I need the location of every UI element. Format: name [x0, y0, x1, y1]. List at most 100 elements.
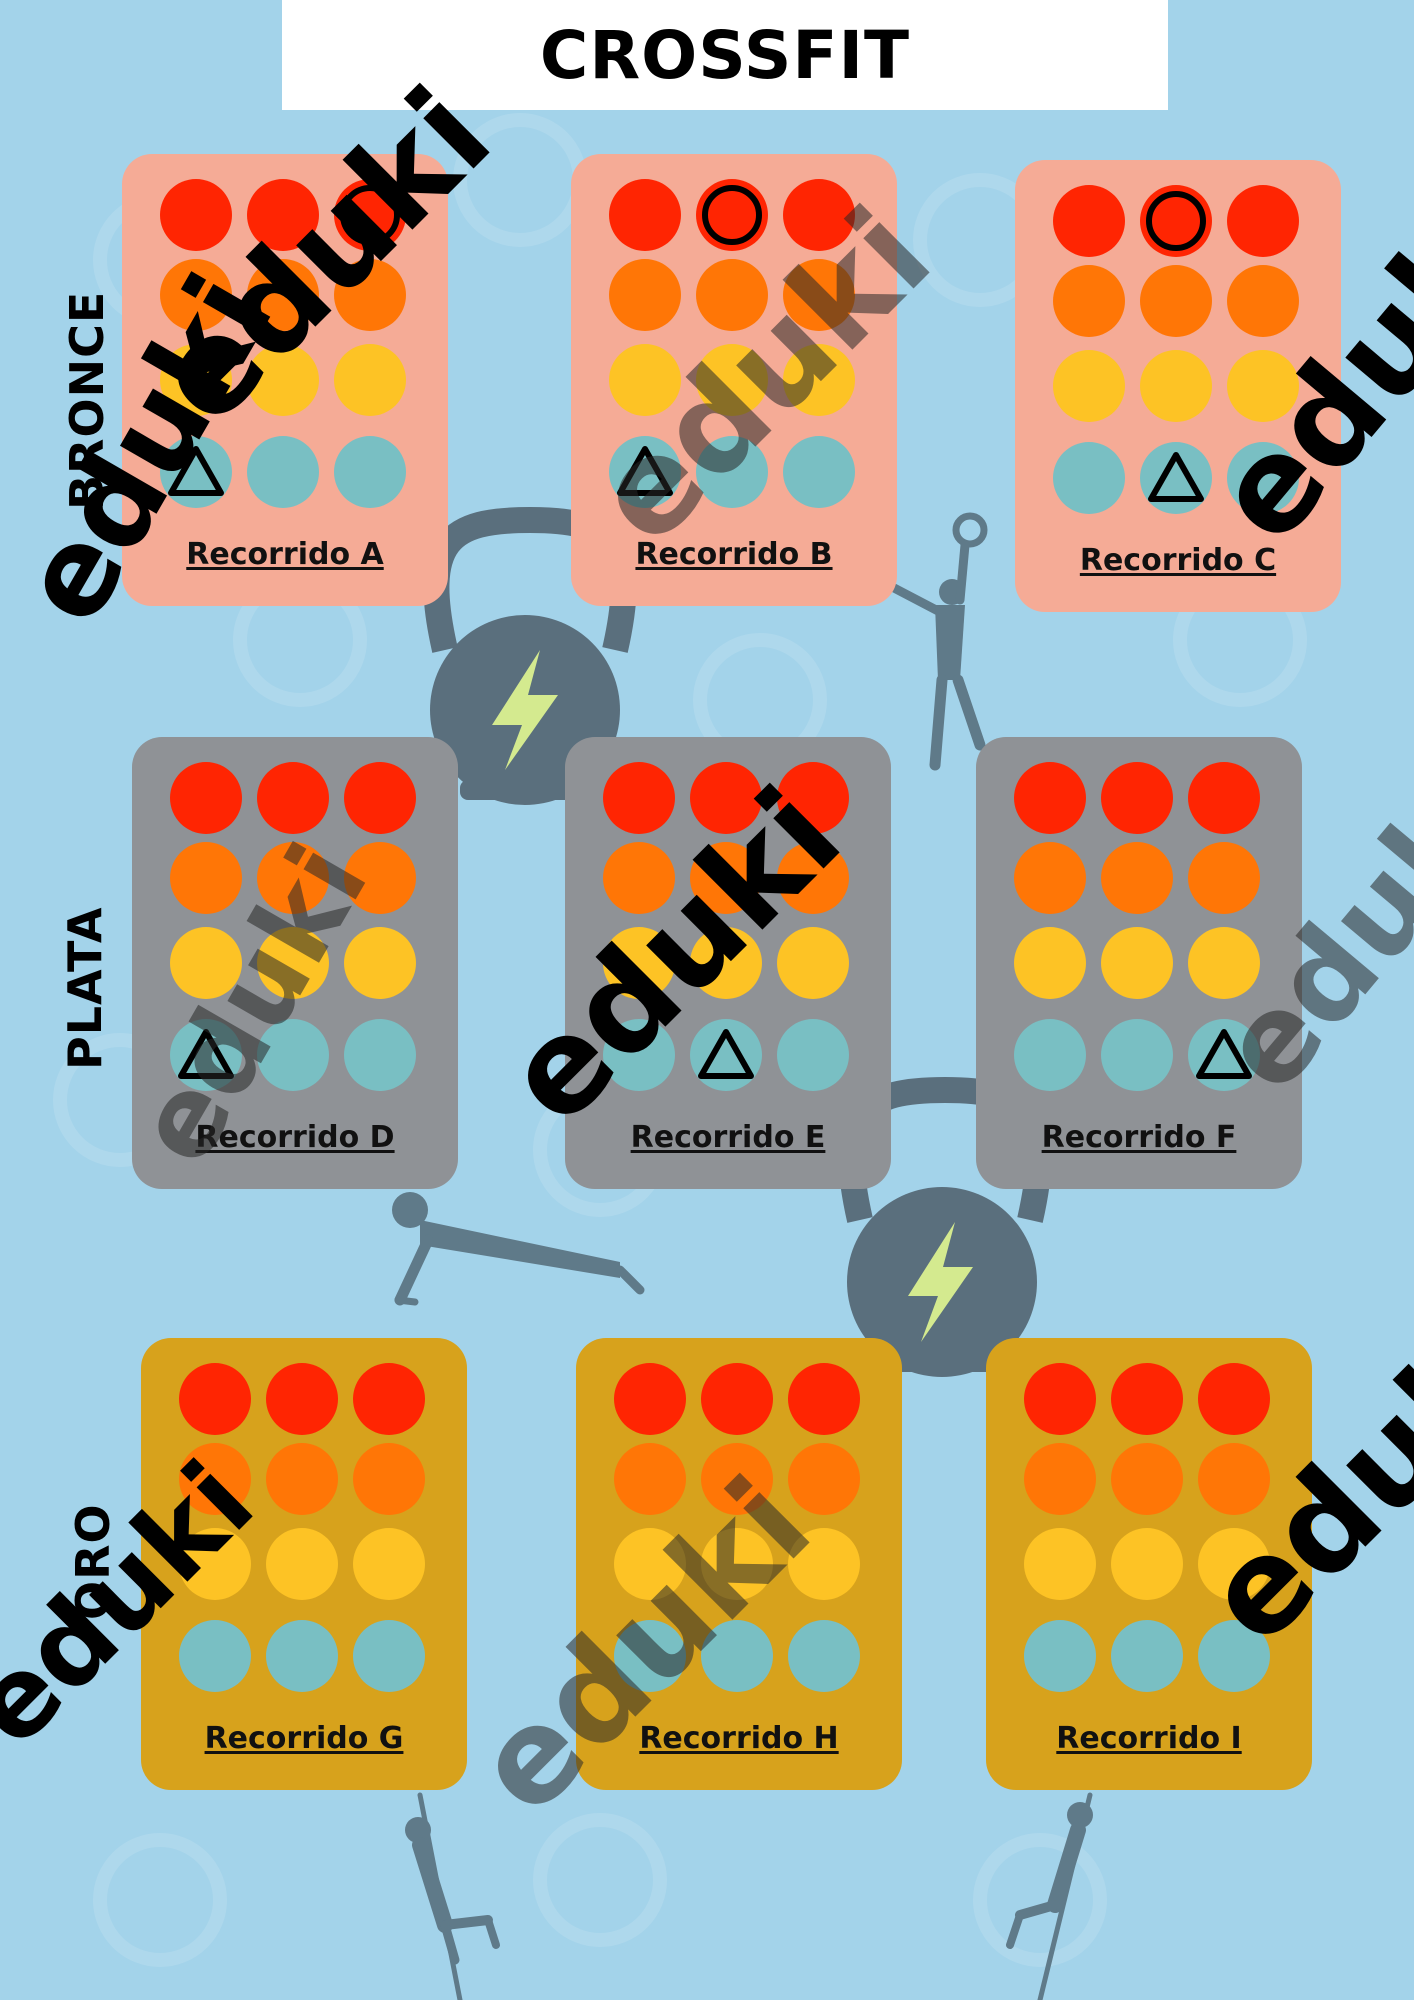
rope-climber-icon: [1006, 1792, 1093, 2000]
station-dot: [344, 842, 416, 914]
station-dot: [170, 762, 242, 834]
station-dot: [1227, 350, 1299, 422]
station-dot: [603, 842, 675, 914]
station-dot: [353, 1528, 425, 1600]
station-dot: [247, 259, 319, 331]
station-dot: [690, 762, 762, 834]
station-dot: [247, 436, 319, 508]
push-up-icon: [392, 1192, 645, 1306]
station-dot: [1198, 1363, 1270, 1435]
station-dot: [783, 436, 855, 508]
station-dot: [701, 1620, 773, 1692]
station-dot: [344, 927, 416, 999]
station-dot: [334, 179, 406, 251]
station-dot: [160, 259, 232, 331]
station-dot: [603, 927, 675, 999]
triangle-marker-icon: [1148, 452, 1204, 502]
station-dot: [344, 1019, 416, 1091]
station-dot: [1227, 265, 1299, 337]
station-dot: [1140, 185, 1212, 257]
route-label: Recorrido B: [635, 537, 833, 572]
station-dot: [609, 179, 681, 251]
station-dot: [1101, 1019, 1173, 1091]
route-card: Recorrido G: [141, 1338, 467, 1790]
station-dot: [1024, 1363, 1096, 1435]
triangle-marker-icon: [698, 1029, 754, 1079]
station-dot: [247, 344, 319, 416]
triangle-marker-icon: [617, 446, 673, 496]
station-dot: [690, 1019, 762, 1091]
lightning-bolt-icon: [908, 1222, 973, 1342]
station-dot: [1053, 185, 1125, 257]
level-label-bronze: BRONCE: [60, 290, 114, 510]
station-dot: [603, 1019, 675, 1091]
title-banner: CROSSFIT: [282, 0, 1168, 110]
station-dot: [614, 1443, 686, 1515]
station-dot: [266, 1363, 338, 1435]
station-dot: [179, 1363, 251, 1435]
athlete-kettlebell-icon: [870, 512, 988, 771]
station-dot: [1014, 927, 1086, 999]
station-dot: [777, 842, 849, 914]
station-dot: [170, 842, 242, 914]
station-dot: [170, 1019, 242, 1091]
station-dot: [701, 1363, 773, 1435]
station-dot: [170, 927, 242, 999]
station-dot: [1111, 1443, 1183, 1515]
station-dot: [1188, 762, 1260, 834]
route-card: Recorrido E: [565, 737, 891, 1189]
station-dot: [609, 259, 681, 331]
route-card: Recorrido D: [132, 737, 458, 1189]
route-card: Recorrido C: [1015, 160, 1341, 612]
station-dot: [1198, 1528, 1270, 1600]
triangle-marker-icon: [1196, 1029, 1252, 1079]
station-dot: [266, 1443, 338, 1515]
route-label: Recorrido I: [1056, 1721, 1242, 1756]
station-dot: [783, 259, 855, 331]
station-dot: [344, 762, 416, 834]
station-dot: [160, 436, 232, 508]
page-title: CROSSFIT: [539, 16, 911, 94]
station-dot: [353, 1620, 425, 1692]
station-dot: [696, 436, 768, 508]
station-dot: [353, 1443, 425, 1515]
station-dot: [1111, 1363, 1183, 1435]
station-dot: [1140, 350, 1212, 422]
station-dot: [334, 344, 406, 416]
circle-marker-icon: [1146, 191, 1206, 251]
station-dot: [1053, 442, 1125, 514]
route-card: Recorrido H: [576, 1338, 902, 1790]
station-dot: [690, 842, 762, 914]
station-dot: [1140, 265, 1212, 337]
station-dot: [788, 1363, 860, 1435]
route-card: Recorrido I: [986, 1338, 1312, 1790]
route-card: Recorrido A: [122, 154, 448, 606]
station-dot: [179, 1528, 251, 1600]
station-dot: [1227, 442, 1299, 514]
station-dot: [696, 179, 768, 251]
station-dot: [1188, 1019, 1260, 1091]
station-dot: [179, 1620, 251, 1692]
route-label: Recorrido H: [639, 1721, 839, 1756]
station-dot: [257, 927, 329, 999]
station-dot: [1188, 842, 1260, 914]
station-dot: [1188, 927, 1260, 999]
route-label: Recorrido G: [204, 1721, 404, 1756]
station-dot: [783, 179, 855, 251]
station-dot: [614, 1620, 686, 1692]
route-card: Recorrido F: [976, 737, 1302, 1189]
station-dot: [777, 762, 849, 834]
station-dot: [257, 842, 329, 914]
station-dot: [247, 179, 319, 251]
station-dot: [1111, 1620, 1183, 1692]
level-label-silver: PLATA: [58, 906, 112, 1070]
lightning-bolt-icon: [492, 650, 558, 770]
station-dot: [1101, 842, 1173, 914]
station-dot: [696, 344, 768, 416]
route-label: Recorrido A: [186, 537, 384, 572]
station-dot: [257, 1019, 329, 1091]
station-dot: [1014, 1019, 1086, 1091]
station-dot: [777, 1019, 849, 1091]
route-card: Recorrido B: [571, 154, 897, 606]
station-dot: [1198, 1443, 1270, 1515]
